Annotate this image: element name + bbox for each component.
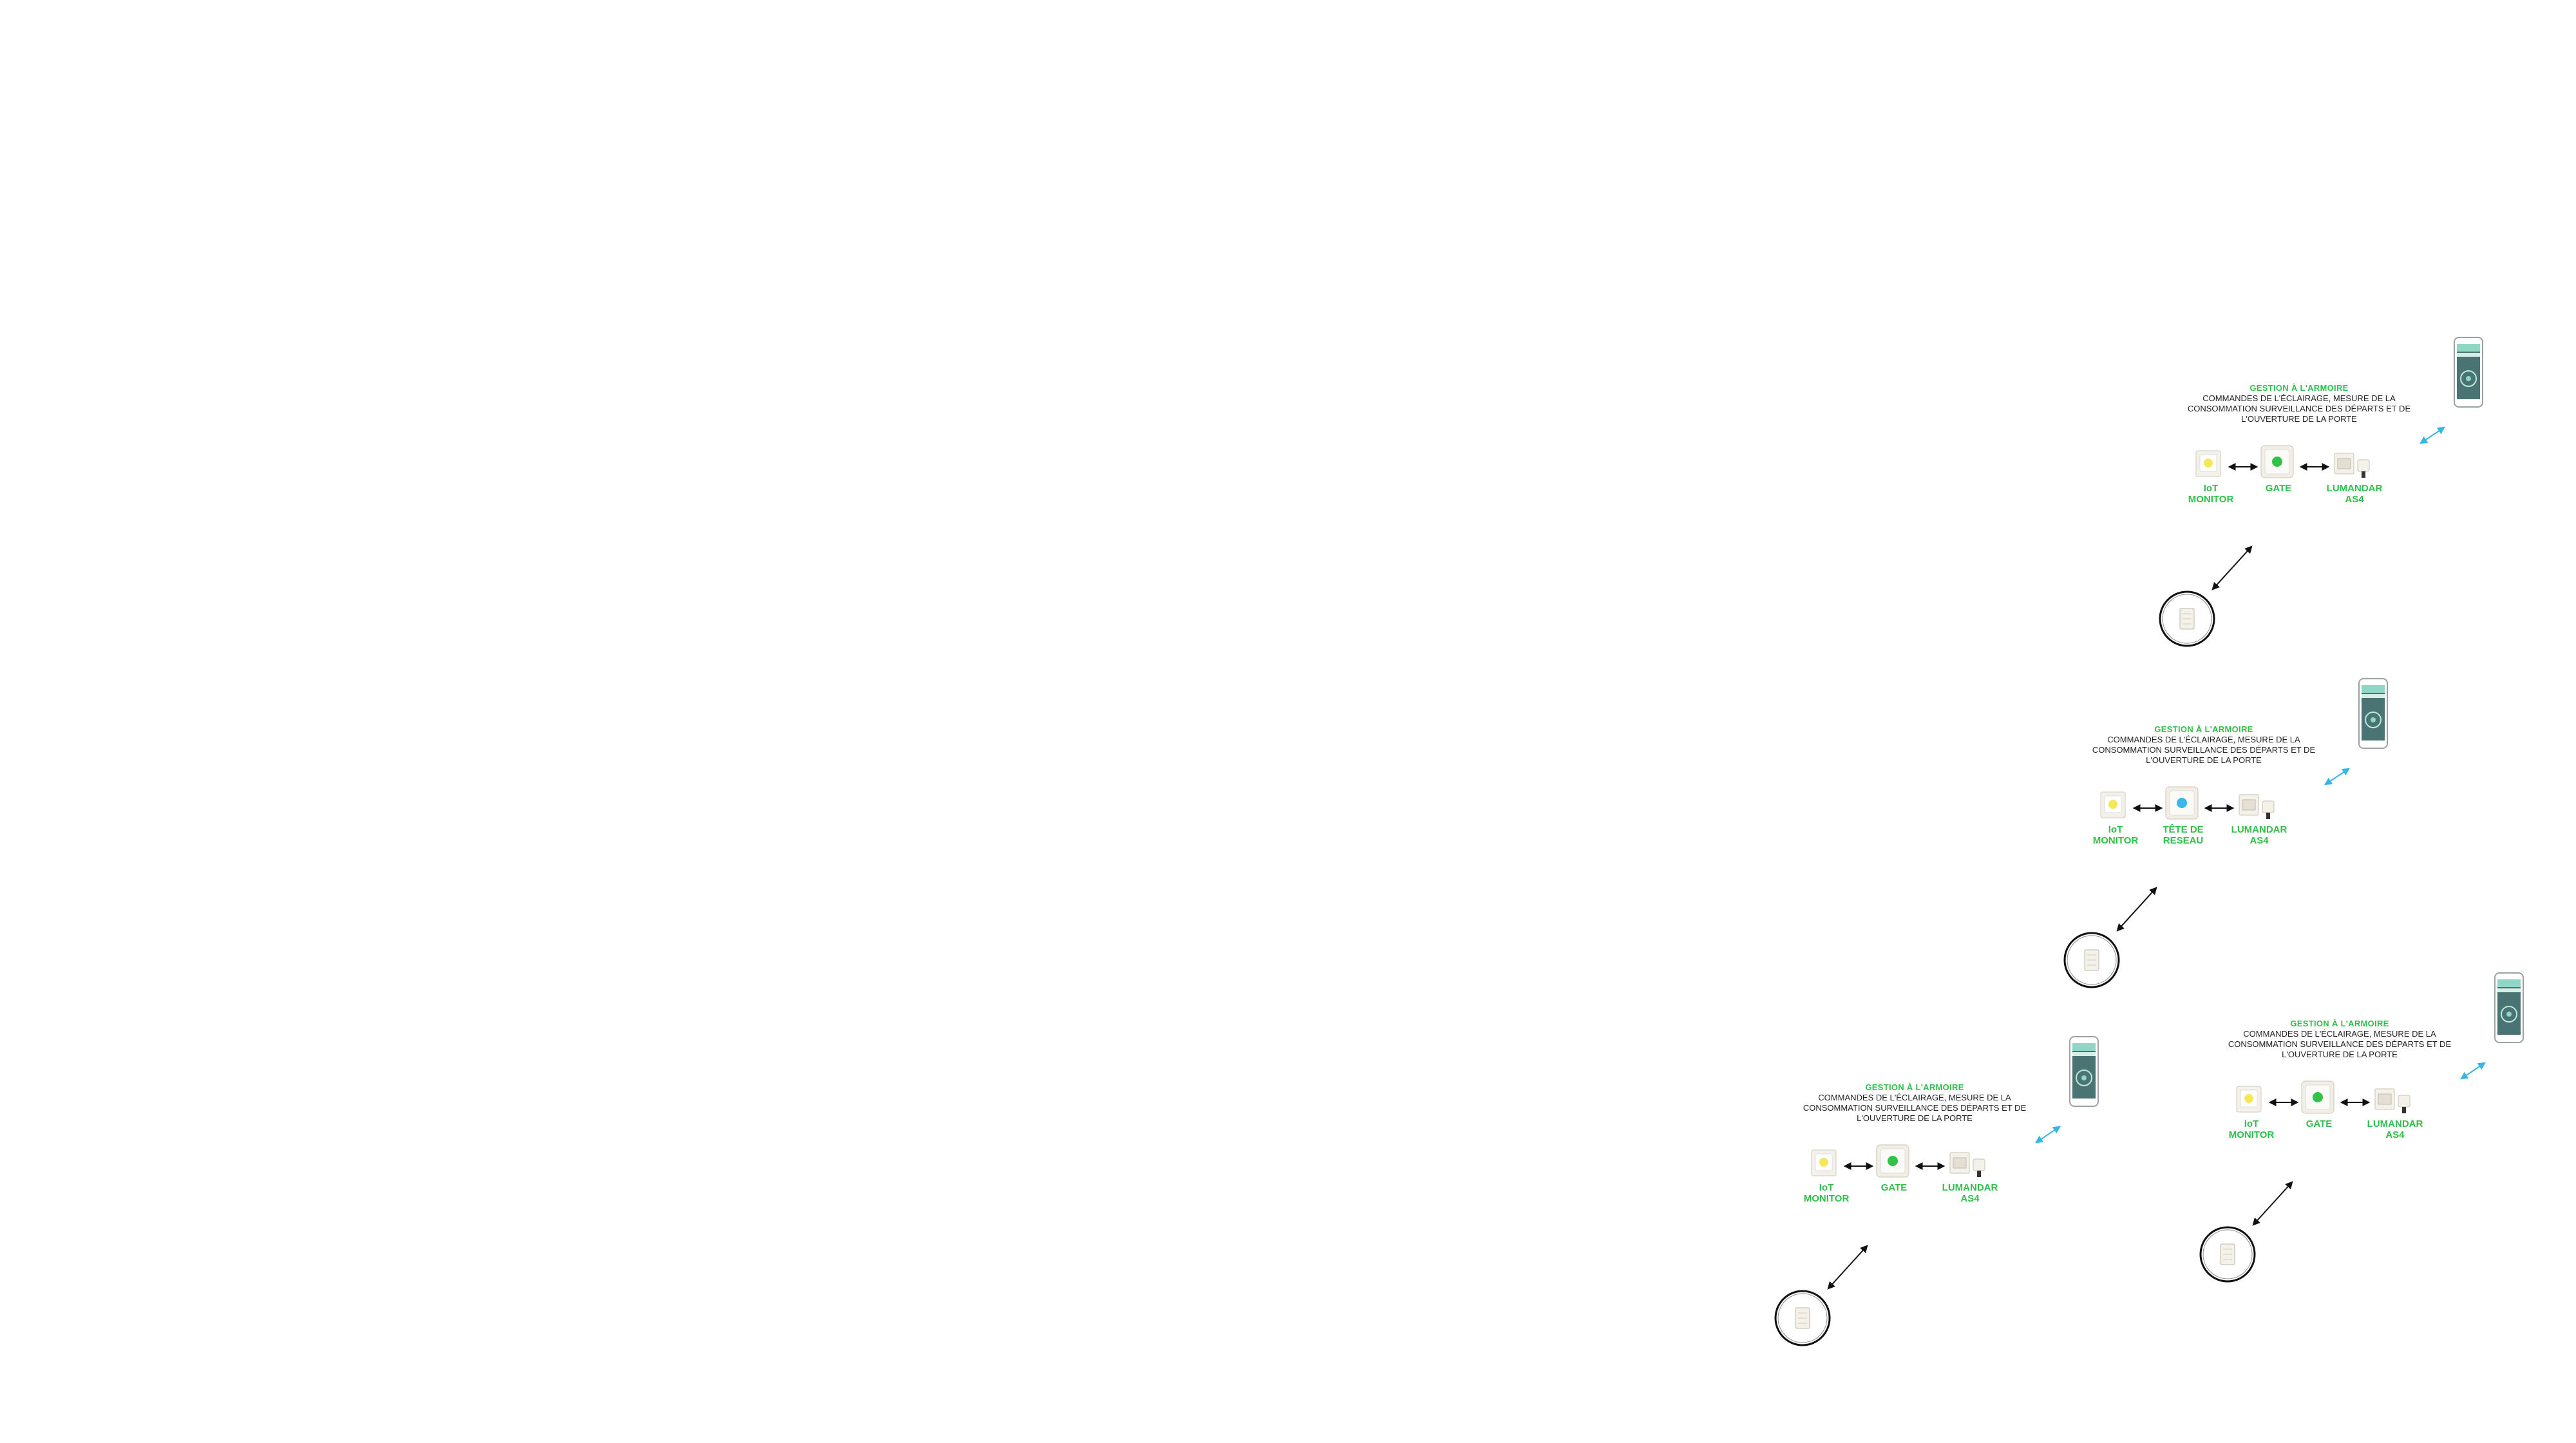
gate-icon [1876, 1144, 1909, 1178]
link-arrow [2268, 1099, 2299, 1106]
iot-monitor-icon [1811, 1149, 1837, 1176]
link-arrow [2228, 463, 2259, 471]
sensor-link-arrow [2116, 887, 2157, 932]
cluster-description: COMMANDES DE L'ÉCLAIRAGE, MESURE DE LA C… [2228, 1029, 2452, 1059]
wireless-link-arrow [2420, 426, 2445, 444]
device-label: GATE [2306, 1118, 2333, 1129]
sensor-link-arrow [2252, 1181, 2293, 1226]
cluster-title: GESTION À L'ARMOIRE [2249, 383, 2349, 393]
wireless-link-arrow [2460, 1062, 2486, 1080]
device-label: IoT MONITOR [1803, 1182, 1850, 1204]
sensor-link-arrow [1827, 1245, 1868, 1290]
device-label: IoT MONITOR [2188, 483, 2234, 505]
iot-monitor-icon [2236, 1086, 2262, 1113]
cluster-description: COMMANDES DE L'ÉCLAIRAGE, MESURE DE LA C… [1803, 1093, 2027, 1123]
lumandar-icon [2374, 1088, 2410, 1113]
lumandar-icon [2239, 794, 2275, 819]
device-label: LUMANDAR AS4 [1942, 1182, 1998, 1204]
lumandar-icon [1949, 1152, 1985, 1177]
cluster-description: COMMANDES DE L'ÉCLAIRAGE, MESURE DE LA C… [2092, 735, 2316, 765]
gate-icon [2301, 1080, 2334, 1114]
iot-monitor-icon [2100, 791, 2126, 818]
smartphone-app-icon [2494, 972, 2524, 1043]
wireless-link-arrow [2324, 768, 2350, 786]
sensor-link-arrow [2211, 545, 2253, 590]
lumandar-icon [2334, 453, 2370, 478]
link-arrow [2340, 1099, 2371, 1106]
device-label: IoT MONITOR [2092, 824, 2139, 846]
link-arrow [1915, 1162, 1946, 1170]
network-head-icon [2165, 786, 2199, 820]
link-arrow [2204, 804, 2235, 812]
device-label: GATE [1880, 1182, 1908, 1193]
device-label: GATE [2265, 483, 2292, 494]
cluster-title: GESTION À L'ARMOIRE [2154, 724, 2253, 734]
wireless-link-arrow [2035, 1126, 2061, 1144]
sensor-circle-icon [1774, 1290, 1831, 1346]
cluster-title: GESTION À L'ARMOIRE [1865, 1082, 1964, 1092]
sensor-circle-icon [2159, 590, 2215, 647]
iot-monitor-icon [2195, 450, 2221, 477]
gate-icon [2260, 445, 2294, 478]
cluster-title: GESTION À L'ARMOIRE [2290, 1019, 2389, 1028]
device-label: IoT MONITOR [2228, 1118, 2275, 1140]
link-arrow [2299, 463, 2330, 471]
device-label: LUMANDAR AS4 [2367, 1118, 2423, 1140]
device-label: LUMANDAR AS4 [2326, 483, 2383, 505]
smartphone-app-icon [2069, 1036, 2099, 1107]
sensor-circle-icon [2063, 932, 2120, 988]
cluster-description: COMMANDES DE L'ÉCLAIRAGE, MESURE DE LA C… [2187, 393, 2411, 424]
link-arrow [2132, 804, 2163, 812]
device-label: TÊTE DE RESEAU [2163, 824, 2204, 846]
device-label: LUMANDAR AS4 [2231, 824, 2287, 846]
smartphone-app-icon [2358, 678, 2388, 749]
link-arrow [1843, 1162, 1874, 1170]
sensor-circle-icon [2199, 1226, 2256, 1283]
smartphone-app-icon [2454, 337, 2483, 408]
